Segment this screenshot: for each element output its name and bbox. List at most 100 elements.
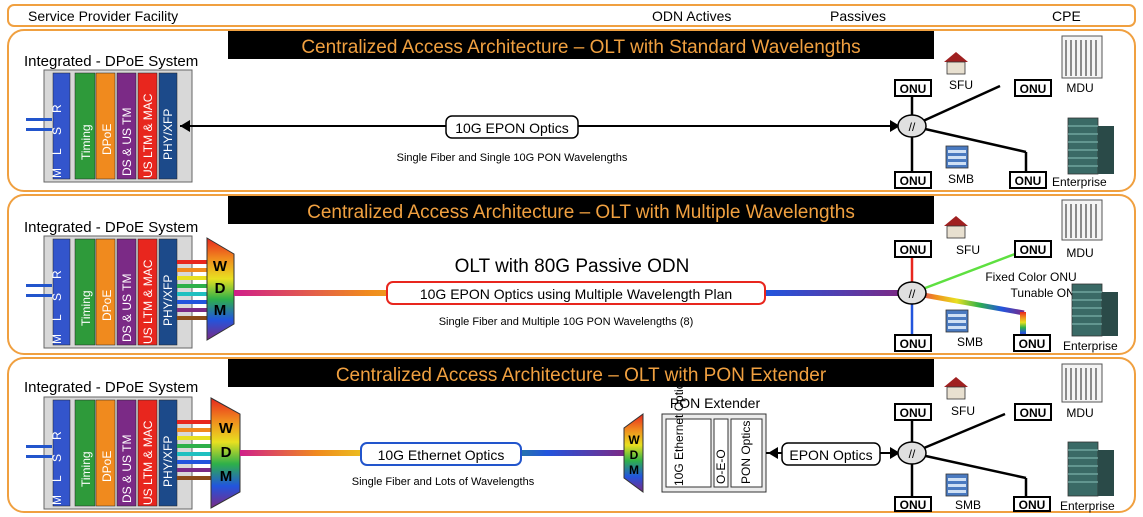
svg-text:MDU: MDU [1066,246,1093,260]
svg-text:M: M [50,495,64,505]
module-phy-xfp: PHY/XFP [161,109,175,160]
svg-text:ONU: ONU [1019,498,1046,512]
onu-sfu: ONU SFU [894,377,975,421]
svg-text:SMB: SMB [957,335,983,349]
onu-sfu: ONU SFU [894,216,980,258]
svg-text:SFU: SFU [956,243,980,257]
svg-text:W: W [213,258,228,275]
onu-enterprise: ONU Enterprise [1013,441,1115,513]
svg-text:ONU: ONU [1019,337,1046,351]
house-icon [944,377,968,387]
dpoe-system-chassis: M L S R Timing DPoE DS & US TM US LTM & … [26,396,193,510]
header-bar: Service Provider Facility ODN Actives Pa… [7,4,1136,27]
onu-smb: ONU SMB [894,309,983,352]
svg-text:US LTM & MAC: US LTM & MAC [141,420,155,505]
svg-text:W: W [219,420,234,437]
svg-text:ONU: ONU [1015,174,1042,188]
optics-box [386,281,766,305]
pon-extender-title: PON Extender [670,395,761,411]
svg-text:SFU: SFU [949,78,973,92]
svg-text:ONU: ONU [900,243,927,257]
svg-text:Enterprise: Enterprise [1063,339,1118,353]
wdm-mux: W D M [206,237,235,341]
fixed-color-onu-label: Fixed Color ONU [985,270,1076,284]
svg-text:D: D [215,280,226,297]
panel-title-bar [228,196,934,224]
house-icon [944,52,968,62]
svg-text:ONU: ONU [900,82,927,96]
module-timing: Timing [79,124,93,160]
svg-text:ONU: ONU [900,498,927,512]
svg-text:Timing: Timing [79,451,93,487]
fiber-caption: Single Fiber and Multiple 10G PON Wavele… [439,316,694,328]
svg-text:PHY/XFP: PHY/XFP [161,275,175,326]
svg-text:PHY/XFP: PHY/XFP [161,436,175,487]
svg-text:DS & US TM: DS & US TM [120,435,134,503]
building-enterprise-icon [1067,441,1099,497]
onu-smb: ONU SMB [894,145,974,189]
svg-text:MDU: MDU [1066,81,1093,95]
svg-text:M: M [50,334,64,344]
optics-label: 10G Ethernet Optics [378,447,505,463]
svg-text:R: R [50,270,64,279]
integrated-system-label: Integrated - DPoE System [24,379,198,396]
building-enterprise-icon [1067,117,1099,175]
odn-actives-label: ODN Actives [652,8,731,24]
house-icon [944,216,968,226]
module-r: R [50,104,64,113]
svg-text:L: L [50,475,64,482]
module-us-ltm-mac: US LTM & MAC [141,93,155,178]
svg-text:SMB: SMB [948,172,974,186]
odn-tree: // [897,252,1026,338]
odn-heading: OLT with 80G Passive ODN [455,256,690,277]
dpoe-system-chassis: M L S R Timing DPoE DS & US TM US LTM & … [26,69,193,183]
wavelength-lanes [177,420,211,480]
panel-title-bar [228,31,934,59]
svg-text:ONU: ONU [900,174,927,188]
module-m: M [50,168,64,178]
panel-title-bar [228,359,934,387]
panel-title: Centralized Access Architecture – OLT wi… [301,37,860,58]
onu-smb: ONU SMB [894,473,981,512]
fiber-caption: Single Fiber and Single 10G PON Waveleng… [397,152,628,164]
splitter-icon [897,441,927,465]
splitter-label: // [909,120,916,134]
splitter-icon [897,281,927,305]
svg-text:S: S [50,293,64,301]
extender-pon-optics: PON Optics [739,421,753,484]
onu-mdu: ONU MDU [1014,363,1103,421]
svg-text:M: M [214,302,227,319]
odn-tree: // [897,412,1028,500]
svg-text:US LTM & MAC: US LTM & MAC [141,259,155,344]
svg-text:Timing: Timing [79,290,93,326]
dpoe-system-chassis: M L S R Timing DPoE DS & US TM US LTM & … [26,235,193,349]
module-l: L [50,148,64,155]
svg-text:M: M [629,463,639,477]
optics-box [445,115,579,139]
svg-text:S: S [50,454,64,462]
panel-multiple-wavelengths: Centralized Access Architecture – OLT wi… [7,194,1136,355]
svg-text:DPoE: DPoE [100,451,114,482]
onu-enterprise: ONU Enterprise [1009,117,1114,189]
wdm-demux: W D M [623,413,644,493]
svg-text:M: M [220,468,233,485]
svg-text:L: L [50,314,64,321]
epon-optics-box [781,442,881,466]
extender-ethernet-optics: 10G Ethernet Optics [672,377,686,486]
extender-oeo: O-E-O [714,449,728,484]
integrated-system-label: Integrated - DPoE System [24,53,198,70]
optics-label: 10G EPON Optics [455,120,569,136]
svg-text:D: D [630,448,639,462]
module-ds-us-tm: DS & US TM [120,108,134,176]
optics-box [360,442,522,466]
svg-text:ONU: ONU [900,406,927,420]
onu-mdu: ONU MDU [1014,35,1103,97]
panel-title: Centralized Access Architecture – OLT wi… [307,202,855,223]
svg-text:Enterprise: Enterprise [1060,499,1115,513]
svg-text:DPoE: DPoE [100,290,114,321]
panel-title: Centralized Access Architecture – OLT wi… [336,365,827,386]
onu-enterprise: ONU Enterprise [1013,283,1118,353]
svg-text:Enterprise: Enterprise [1052,175,1107,189]
panel-pon-extender: Centralized Access Architecture – OLT wi… [7,357,1136,513]
